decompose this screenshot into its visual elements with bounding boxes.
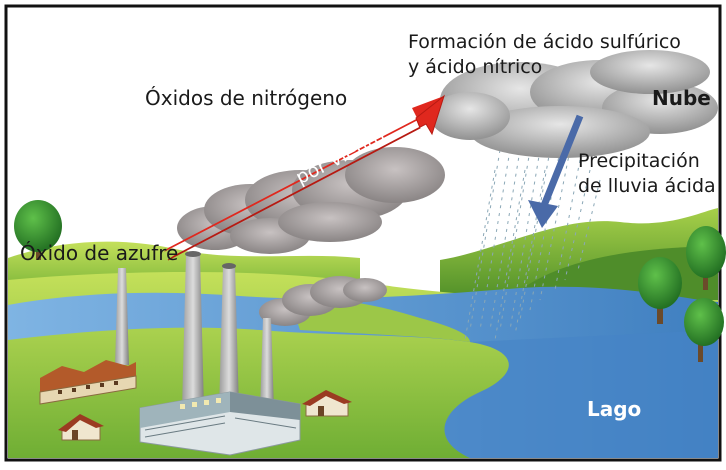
precipitation-label: Precipitación de lluvia ácida — [578, 149, 716, 199]
tree-icon — [14, 200, 62, 260]
lake-deep — [444, 330, 718, 458]
formation-label-line1: Formación de ácido sulfúrico — [408, 31, 681, 53]
smokestack-icon — [115, 251, 274, 410]
factory-icon — [139, 391, 301, 456]
precipitation-label-line2: de lluvia ácida — [578, 175, 716, 197]
cloud — [430, 50, 718, 158]
precipitation-label-line1: Precipitación — [578, 150, 700, 172]
cloud-label: Nube — [652, 86, 711, 110]
house-icon — [58, 414, 104, 441]
river-bank — [290, 299, 470, 342]
sulfur-oxide-label: Óxido de azufre — [20, 241, 179, 265]
nitrogen-oxides-label: Óxidos de nitrógeno — [145, 86, 348, 110]
rain-arrow — [528, 114, 584, 228]
formation-label: Formación de ácido sulfúrico y ácido nít… — [408, 30, 681, 80]
small-factory — [39, 360, 137, 405]
smoke-small — [259, 276, 387, 326]
tree-icon — [686, 226, 726, 290]
house-icon — [302, 390, 352, 417]
transport-arrow — [164, 94, 445, 261]
lake-label: Lago — [587, 397, 642, 421]
formation-label-line2: y ácido nítrico — [408, 56, 543, 78]
tree-icon — [684, 298, 724, 362]
smoke-plume — [177, 147, 445, 254]
rain-icon — [464, 149, 601, 341]
tree-icon — [638, 257, 682, 324]
